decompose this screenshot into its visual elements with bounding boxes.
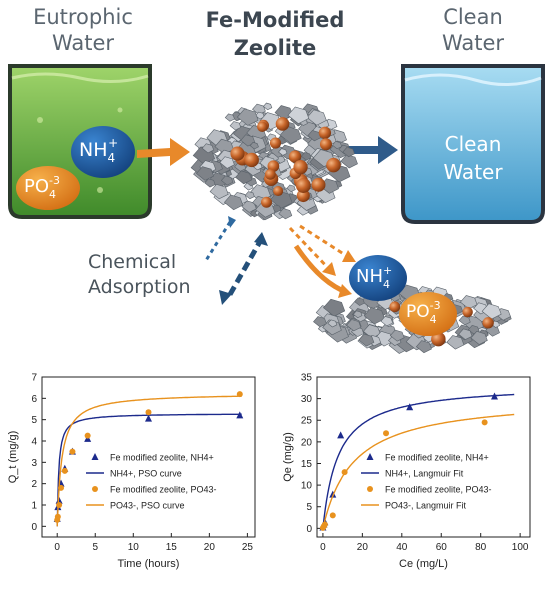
y-tick-label: 7	[31, 373, 37, 384]
nh4-bubble-adsorbed	[349, 255, 407, 301]
y-tick-label: 0	[31, 522, 37, 533]
diagram-title: Fe-Modified Zeolite	[190, 6, 360, 62]
plot-frame	[316, 376, 531, 538]
y-tick-label: 5	[306, 502, 312, 513]
legend-label: Fe modified zeolite, NH4+	[110, 453, 214, 463]
data-point	[145, 414, 152, 422]
data-point	[84, 432, 91, 439]
left-label-line1: Eutrophic	[33, 5, 133, 29]
legend-swatch	[367, 486, 373, 492]
x-tick-label: 20	[357, 542, 369, 553]
left-label: Eutrophic Water	[8, 4, 158, 56]
adsorption-arrows	[203, 216, 356, 305]
clean-tank	[401, 64, 545, 224]
legend-label: PO43-, Langmuir Fit	[385, 501, 467, 511]
y-tick-label: 10	[301, 481, 313, 492]
data-point	[56, 502, 63, 508]
legend-swatch	[91, 453, 99, 460]
isotherm-chart: 0 20 40 60 80 100 0 5 10 15 20 25 30 35 Ce (mg/L) Qe (m…	[282, 373, 531, 570]
nh4-label-adsorbed: NH4+	[356, 264, 393, 291]
title-line2: Zeolite	[233, 36, 317, 60]
data-point	[406, 403, 414, 411]
mechanism-label: Chemical Adsorption	[88, 250, 228, 300]
data-point	[69, 448, 76, 455]
x-tick-label: 40	[396, 542, 408, 553]
data-point	[329, 512, 336, 519]
y-tick-label: 3	[31, 458, 37, 469]
tank-text: Clean Water	[405, 130, 541, 186]
legend-label: NH4+, Langmuir Fit	[385, 469, 464, 479]
legend-swatch	[92, 486, 98, 492]
y-tick-label: 20	[301, 437, 313, 448]
flow-arrow-in	[137, 138, 190, 166]
y-tick-label: 6	[31, 394, 37, 405]
y-tick-label: 4	[31, 437, 37, 448]
x-tick-label: 25	[242, 542, 254, 553]
mechanism-line1: Chemical	[88, 251, 177, 273]
legend-label: Fe modified zeolite, PO43-	[110, 485, 217, 495]
y-tick-label: 2	[31, 479, 37, 490]
po4-bubble-adsorbed	[399, 292, 457, 336]
x-tick-label: 0	[54, 542, 60, 553]
fit-curve	[56, 395, 242, 527]
y-tick-label: 30	[301, 394, 313, 405]
po4-bubble	[16, 166, 80, 210]
legend-label: Fe modified zeolite, PO43-	[385, 485, 492, 495]
x-tick-label: 15	[166, 542, 178, 553]
data-point	[61, 467, 68, 474]
fit-curve	[322, 413, 515, 529]
nh4-label: NH4+	[79, 136, 119, 165]
plot-frame	[41, 376, 256, 538]
y-tick-label: 15	[301, 459, 313, 470]
data-point	[481, 419, 488, 426]
y-tick-label: 25	[301, 416, 313, 427]
y-tick-label: 1	[31, 501, 37, 512]
x-axis-label: Time (hours)	[118, 558, 180, 570]
legend-swatch	[366, 453, 374, 460]
data-point	[337, 431, 345, 439]
y-tick-label: 35	[301, 373, 313, 384]
right-label: Clean Water	[400, 4, 546, 56]
x-tick-label: 0	[320, 542, 326, 553]
po4-label-adsorbed: PO4-3	[406, 299, 441, 326]
zeolite-pile	[190, 102, 358, 221]
y-tick-label: 5	[31, 415, 37, 426]
x-axis-label: Ce (mg/L)	[399, 558, 448, 570]
tank-text-line2: Water	[443, 160, 503, 184]
y-axis-label: Qe (mg/g)	[282, 432, 294, 482]
po4-label: PO4-3	[24, 174, 60, 201]
mechanism-line2: Adsorption	[88, 276, 191, 298]
left-label-line2: Water	[51, 31, 115, 55]
diagram-artwork	[8, 64, 545, 354]
right-label-line2: Water	[441, 31, 505, 55]
legend-label: NH4+, PSO curve	[110, 469, 182, 479]
x-tick-label: 80	[475, 542, 487, 553]
fit-curve	[322, 393, 515, 529]
data-point	[383, 430, 390, 437]
y-axis-label: Q_t (mg/g)	[7, 431, 19, 484]
right-label-line1: Clean	[443, 5, 503, 29]
y-tick-label: 0	[306, 524, 312, 535]
x-tick-label: 5	[92, 542, 98, 553]
data-point	[329, 490, 337, 498]
data-point	[145, 409, 152, 416]
tank-text-line1: Clean	[444, 132, 502, 156]
x-tick-label: 100	[512, 542, 529, 553]
nh4-bubble	[71, 126, 135, 178]
legend-label: PO43-, PSO curve	[110, 501, 185, 511]
x-tick-label: 10	[128, 542, 140, 553]
x-tick-label: 60	[436, 542, 448, 553]
process-diagram: Eutrophic Water Fe-Modified Zeolite Clea…	[8, 4, 546, 354]
legend-label: Fe modified zeolite, NH4+	[385, 453, 489, 463]
fit-curve	[56, 413, 242, 527]
x-tick-label: 20	[204, 542, 216, 553]
title-line1: Fe-Modified	[205, 8, 345, 32]
flow-arrow-out	[340, 136, 398, 164]
